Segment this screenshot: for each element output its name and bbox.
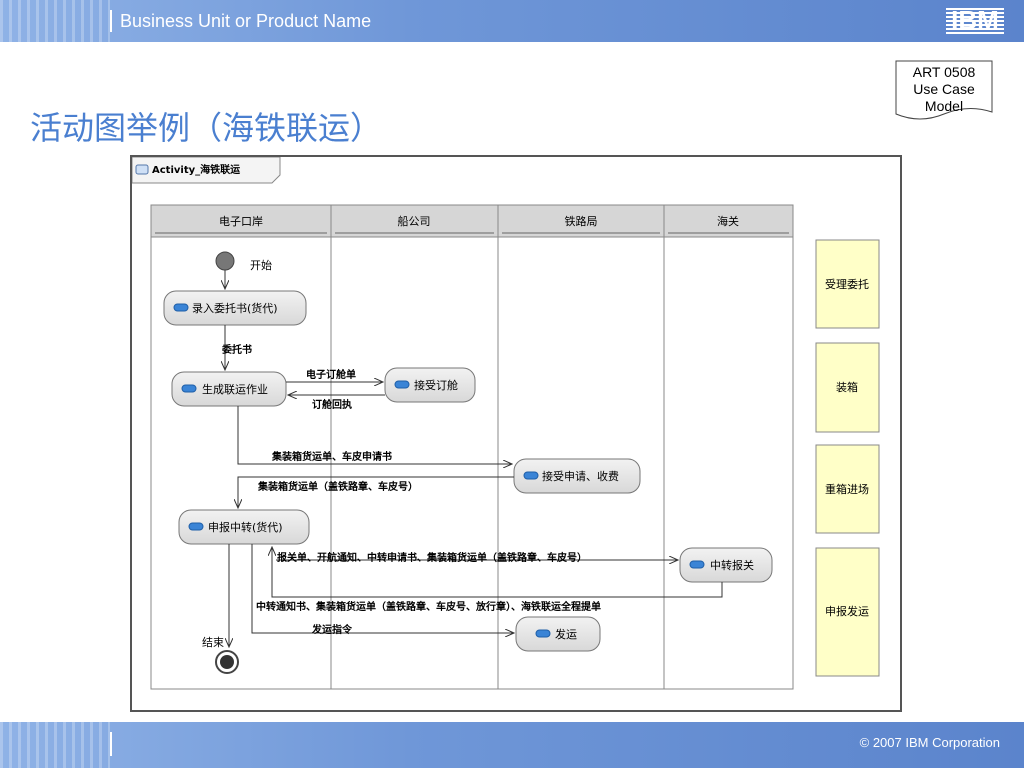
activity-generate-intermodal-job: 生成联运作业 [171,371,287,407]
step-label: 重箱进场 [825,482,869,496]
flow-arrow [238,476,514,508]
header-bar: Business Unit or Product Name IBM [0,0,1024,42]
lane-header-customs: 海关 [717,214,739,228]
step-label: 申报发运 [825,604,869,618]
ibm-logo: IBM [946,7,1004,34]
business-unit-title: Business Unit or Product Name [120,11,372,31]
flow-label-booking-order: 电子订舱单 [306,368,356,381]
header-separator [110,10,112,32]
diagram-frame: Activity_海铁联运 电子口岸 船公司 铁路局 海关 开始 录入委托书(货… [130,155,902,712]
activity-label: 录入委托书(货代) [192,301,278,315]
step-box-accept-commission: 受理委托 [815,239,880,329]
activity-label: 中转报关 [710,558,754,572]
activity-accept-booking: 接受订舱 [384,367,476,403]
flow-label-booking-receipt: 订舱回执 [312,398,352,411]
activity-icon [394,380,410,389]
step-box-packing: 装箱 [815,342,880,433]
flow-label-stamped-waybill: 集装箱货运单（盖铁路章、车皮号） [257,480,418,493]
footer-pattern [0,722,110,768]
flow-label-customs-documents: 报关单、开航通知、中转申请书、集装箱货运单（盖铁路章、车皮号） [277,551,587,564]
activity-label: 发运 [555,627,577,641]
activity-icon [135,164,149,175]
activity-icon [535,629,551,638]
step-label: 装箱 [836,380,858,394]
swimlane-area [150,204,794,690]
art-note: ART 0508 Use Case Model [895,60,993,122]
flow-arrow [272,547,723,598]
activity-label: 接受申请、收费 [542,469,619,483]
start-label: 开始 [250,258,272,272]
activity-icon [188,522,204,531]
step-label: 受理委托 [825,277,869,291]
art-line3: Model [924,98,964,114]
footer-separator [110,732,112,756]
step-box-heavy-container-entry: 重箱进场 [815,444,880,534]
flow-arrow [237,406,512,464]
lane-header-bar [150,204,794,238]
frame-tab: Activity_海铁联运 [131,156,281,184]
flow-arrow [251,544,514,633]
lane-header-railway-bureau: 铁路局 [565,215,598,228]
step-box-declare-dispatch: 申报发运 [815,547,880,677]
activity-dispatch: 发运 [515,616,601,652]
activity-record-consignment: 录入委托书(货代) [163,290,307,326]
activity-label: 接受订舱 [414,378,458,392]
end-label: 结束 [202,636,224,649]
activity-icon [181,384,197,393]
activity-label: 生成联运作业 [202,382,268,396]
activity-icon [523,471,539,480]
end-node-core [220,655,234,669]
activity-diagram: Activity_海铁联运 电子口岸 船公司 铁路局 海关 开始 录入委托书(货… [131,156,880,690]
copyright-text: © 2007 IBM Corporation [859,735,1000,750]
lane-header-electronic-port: 电子口岸 [219,215,263,228]
activity-icon [173,303,189,312]
flow-label-consignment: 委托书 [221,343,252,356]
art-line2: Use Case [913,81,975,97]
art-line1: ART 0508 [912,64,976,80]
frame-label: Activity_海铁联运 [152,163,240,176]
activity-transfer-customs: 中转报关 [679,547,773,583]
activity-accept-application-charge: 接受申请、收费 [513,458,641,494]
activity-label: 申报中转(货代) [208,520,283,534]
footer-bar: © 2007 IBM Corporation [0,722,1024,768]
start-node [215,251,235,271]
flow-label-waybill-request: 集装箱货运单、车皮申请书 [271,450,392,463]
ibm-logo-text: IBM [951,5,999,35]
flow-label-transfer-notice: 中转通知书、集装箱货运单（盖铁路章、车皮号、放行章）、海铁联运全程提单 [256,600,601,613]
activity-icon [689,560,705,569]
lane-header-shipping-company: 船公司 [398,214,431,228]
slide-title: 活动图举例（海铁联运） [30,109,383,147]
header-pattern [0,0,110,42]
flow-label-dispatch-order: 发运指令 [311,623,353,636]
activity-declare-transfer: 申报中转(货代) [178,509,310,545]
